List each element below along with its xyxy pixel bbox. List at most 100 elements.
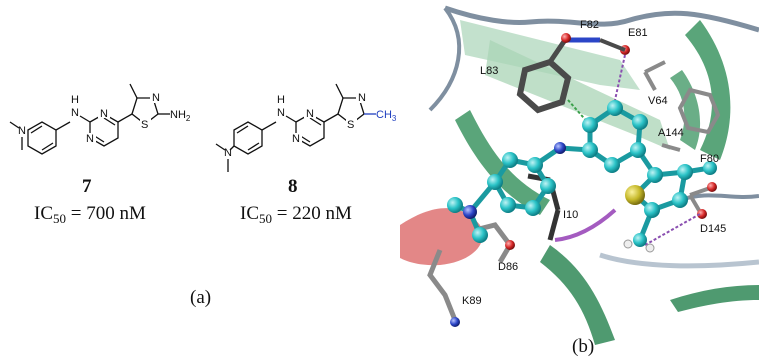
bond bbox=[309, 117, 322, 126]
ligand-atom bbox=[607, 100, 623, 116]
stick bbox=[427, 249, 458, 321]
ligand-atom bbox=[703, 161, 717, 175]
mask bbox=[98, 108, 110, 118]
bond bbox=[55, 121, 71, 131]
atom-nitrogen bbox=[450, 317, 460, 327]
beta-strand-right bbox=[685, 20, 731, 160]
beta-strand-light bbox=[460, 20, 640, 90]
atom-n-ring: N bbox=[292, 133, 300, 145]
atom-oxygen bbox=[707, 182, 717, 192]
panel-a-chemical-structures: N H N N N N S NH2 7 IC50 = 700 nM N bbox=[9, 83, 397, 308]
atom-n-ring: N bbox=[100, 108, 108, 120]
atom-h: H bbox=[71, 94, 79, 106]
mask bbox=[140, 118, 151, 130]
compound-7-structure: N H N N N N S NH2 bbox=[9, 83, 191, 155]
stick bbox=[688, 193, 702, 214]
stick bbox=[644, 60, 666, 74]
stick bbox=[474, 222, 513, 264]
label-l83: L83 bbox=[480, 65, 498, 77]
ligand-atom bbox=[487, 174, 503, 190]
atom-oxygen bbox=[697, 209, 707, 219]
compound-8-ic50: IC50 = 220 nM bbox=[240, 203, 352, 226]
compound-8-structure: N H N N N N S CH3 bbox=[215, 83, 397, 172]
ligand-atom bbox=[472, 227, 488, 243]
stick bbox=[547, 209, 561, 241]
atom-s-thiazole: S bbox=[141, 119, 148, 131]
ligand-atom bbox=[502, 152, 518, 168]
beta-strand-bottom bbox=[540, 245, 615, 345]
mask bbox=[84, 133, 96, 143]
bond bbox=[236, 125, 249, 134]
label-i10: I10 bbox=[563, 209, 578, 221]
atom-n-thiazole: N bbox=[152, 92, 160, 104]
atom-n-thiazole: N bbox=[358, 92, 366, 104]
ligand-atom bbox=[582, 142, 598, 158]
ligand-atom bbox=[632, 114, 648, 130]
residue-sticks bbox=[427, 33, 721, 327]
atom-n-amine: N bbox=[277, 107, 285, 119]
ligand-atom bbox=[633, 233, 647, 247]
stick bbox=[599, 38, 626, 52]
bond bbox=[30, 125, 43, 134]
label-f82: F82 bbox=[580, 19, 599, 31]
ligand-atom bbox=[540, 178, 556, 194]
label-f80: F80 bbox=[700, 153, 719, 165]
helix-red bbox=[400, 208, 483, 266]
atom-n-amine: N bbox=[71, 107, 79, 119]
atom-n-dimethyl: N bbox=[18, 125, 26, 137]
ligand-atom bbox=[672, 192, 688, 208]
mask bbox=[150, 92, 161, 103]
ligand-atom-n bbox=[554, 142, 566, 154]
ligand-atom bbox=[677, 164, 693, 180]
loop-top bbox=[444, 5, 759, 33]
atom-n-dimethyl: N bbox=[224, 147, 232, 159]
atom-nh2: NH2 bbox=[170, 109, 191, 123]
loop-right bbox=[679, 193, 759, 202]
stick bbox=[661, 143, 681, 152]
ligand-atom bbox=[647, 167, 663, 183]
ligand-atom-sulfur bbox=[625, 185, 645, 205]
bond bbox=[79, 115, 91, 123]
stick bbox=[547, 38, 568, 64]
ligand-atom bbox=[644, 202, 660, 218]
ligand-atom bbox=[604, 157, 620, 173]
label-d145: D145 bbox=[700, 223, 726, 235]
bond bbox=[41, 142, 54, 151]
bond bbox=[229, 145, 235, 151]
mask bbox=[290, 133, 302, 143]
bond bbox=[9, 121, 20, 129]
loop-left bbox=[428, 6, 462, 112]
stick bbox=[643, 71, 657, 91]
atom-ch3: CH3 bbox=[376, 109, 397, 123]
atom-oxygen bbox=[505, 240, 515, 250]
mask bbox=[346, 118, 357, 130]
loop-purple bbox=[554, 208, 617, 242]
protein-backbone bbox=[400, 5, 759, 345]
bond bbox=[285, 115, 297, 123]
phenyl-ring bbox=[233, 121, 263, 155]
ligand-atom bbox=[500, 197, 516, 213]
bond-methyl bbox=[129, 83, 138, 99]
bond bbox=[261, 121, 277, 131]
bond bbox=[117, 113, 133, 123]
atom-n-ring: N bbox=[306, 108, 314, 120]
residue-f80-ring bbox=[677, 87, 721, 135]
label-v64: V64 bbox=[648, 95, 668, 107]
bond bbox=[215, 143, 226, 151]
panel-b-label: (b) bbox=[572, 336, 594, 357]
compound-7-ic50: IC50 = 700 nM bbox=[34, 203, 146, 226]
bond bbox=[103, 117, 116, 126]
structures-svg: N H N N N N S NH2 7 IC50 = 700 nM N bbox=[9, 83, 397, 308]
ligand-atom bbox=[527, 157, 543, 173]
panel-b-docking-view: F82 E81 L83 V64 A144 F80 I10 D145 D86 K8… bbox=[400, 0, 759, 359]
bond bbox=[323, 113, 339, 123]
compound-8-number: 8 bbox=[288, 176, 298, 197]
ligand-atom bbox=[582, 117, 598, 133]
loop-bottom bbox=[599, 252, 759, 269]
label-d86: D86 bbox=[498, 261, 518, 273]
atom-oxygen bbox=[561, 33, 571, 43]
stick bbox=[689, 186, 711, 197]
ligand-atom bbox=[630, 142, 646, 158]
hbond bbox=[614, 54, 626, 101]
atom-n-ring: N bbox=[86, 133, 94, 145]
